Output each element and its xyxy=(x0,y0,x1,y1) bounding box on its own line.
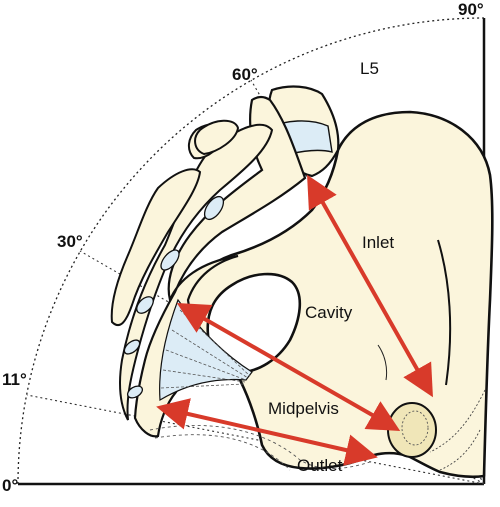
pubic-ramus-shading xyxy=(429,389,486,453)
cavity-label: Cavity xyxy=(305,303,353,322)
angle-label-60: 60° xyxy=(232,65,258,84)
inlet-arrow xyxy=(307,174,433,398)
midpelvis-label: Midpelvis xyxy=(268,399,339,418)
pubic-symphysis-inner xyxy=(401,410,429,446)
angle-label-90: 90° xyxy=(458,0,484,19)
ilium-inner-contour xyxy=(437,239,452,386)
outlet-arrow xyxy=(156,398,378,466)
sacral-lamina xyxy=(110,168,202,327)
sacral-disc-3 xyxy=(136,296,154,314)
angle-labels: 0° 11° 30° 60° 90° xyxy=(2,0,484,495)
pelvic-plane-arrows xyxy=(156,174,433,466)
sacral-disc-4 xyxy=(123,339,141,355)
vertebra-label: L5 xyxy=(360,59,379,78)
coccyx-disc xyxy=(126,385,144,399)
posterior-element-1 xyxy=(194,119,240,156)
angle-label-30: 30° xyxy=(57,232,83,251)
angle-label-11: 11° xyxy=(2,370,27,389)
angle-label-0: 0° xyxy=(2,476,18,495)
pubic-symphysis xyxy=(387,402,437,458)
protractor-arc xyxy=(17,17,485,485)
sacral-disc-2 xyxy=(160,249,180,271)
outlet-label: Outlet xyxy=(297,456,343,475)
inlet-label: Inlet xyxy=(362,233,394,252)
region-labels: Inlet Cavity Midpelvis Outlet xyxy=(268,233,394,475)
pubic-ramus-shading-2 xyxy=(439,429,481,471)
sacral-disc-1 xyxy=(203,195,225,221)
